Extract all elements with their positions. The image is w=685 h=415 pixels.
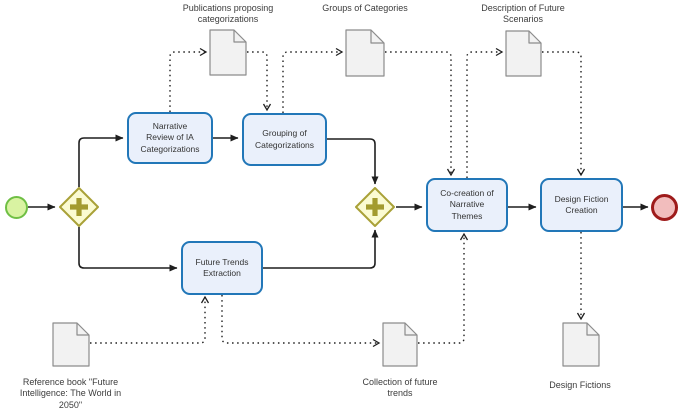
document-icon-description-future-scenarios xyxy=(505,30,542,77)
assoc-future-trends-to-collection-doc xyxy=(221,295,381,348)
assoc-co-creation-to-description-doc xyxy=(466,47,504,178)
task-future-trends-extraction: Future Trends Extraction xyxy=(181,241,263,295)
assoc-groups-doc-to-co-creation xyxy=(385,51,456,177)
task-label: Future Trends Extraction xyxy=(195,256,249,278)
parallel-gateway-split-icon xyxy=(59,187,99,227)
task-label: Grouping of Categorizations xyxy=(254,128,315,150)
assoc-narrative-review-to-publications-doc xyxy=(169,47,208,112)
task-label: Narrative Review of IA Categorizations xyxy=(140,120,200,154)
document-icon-collection-future-trends xyxy=(382,322,418,367)
assoc-publications-doc-to-grouping xyxy=(247,51,272,112)
document-icon-publications xyxy=(209,29,247,76)
task-narrative-review: Narrative Review of IA Categorizations xyxy=(127,112,213,164)
flow-grouping-to-join-gateway xyxy=(327,138,379,185)
start-event-icon xyxy=(5,196,28,219)
task-grouping-of-categorizations: Grouping of Categorizations xyxy=(242,113,327,166)
document-icon-reference-book xyxy=(52,322,90,367)
assoc-grouping-to-groups-doc xyxy=(282,47,344,113)
document-icon-design-fictions xyxy=(562,322,600,367)
parallel-gateway-join-icon xyxy=(355,187,395,227)
task-design-fiction-creation: Design Fiction Creation xyxy=(540,178,623,232)
document-label-groups-of-categories: Groups of Categories xyxy=(322,3,408,13)
flow-split-to-narrative-review xyxy=(78,134,124,187)
document-label-collection-future-trends: Collection of future trends xyxy=(362,377,438,399)
document-icon-groups-of-categories xyxy=(345,29,385,77)
document-label-description-future-scenarios: Description of Future Scenarios xyxy=(481,3,565,25)
task-label: Design Fiction Creation xyxy=(554,193,609,215)
assoc-reference-doc-to-future-trends xyxy=(90,295,210,344)
task-label: Co-creation of Narrative Themes xyxy=(440,187,494,221)
assoc-description-doc-to-design-fiction xyxy=(542,51,586,177)
task-co-creation-narrative-themes: Co-creation of Narrative Themes xyxy=(426,178,508,232)
end-event-icon xyxy=(651,194,678,221)
assoc-collection-doc-to-co-creation xyxy=(418,232,469,344)
flow-future-trends-to-join-gateway xyxy=(263,229,379,269)
flow-split-to-future-trends xyxy=(78,227,178,272)
document-label-publications: Publications proposing categorizations xyxy=(182,3,274,25)
document-label-reference-book: Reference book "Future Intelligence: The… xyxy=(19,377,122,410)
document-label-design-fictions: Design Fictions xyxy=(549,380,611,390)
